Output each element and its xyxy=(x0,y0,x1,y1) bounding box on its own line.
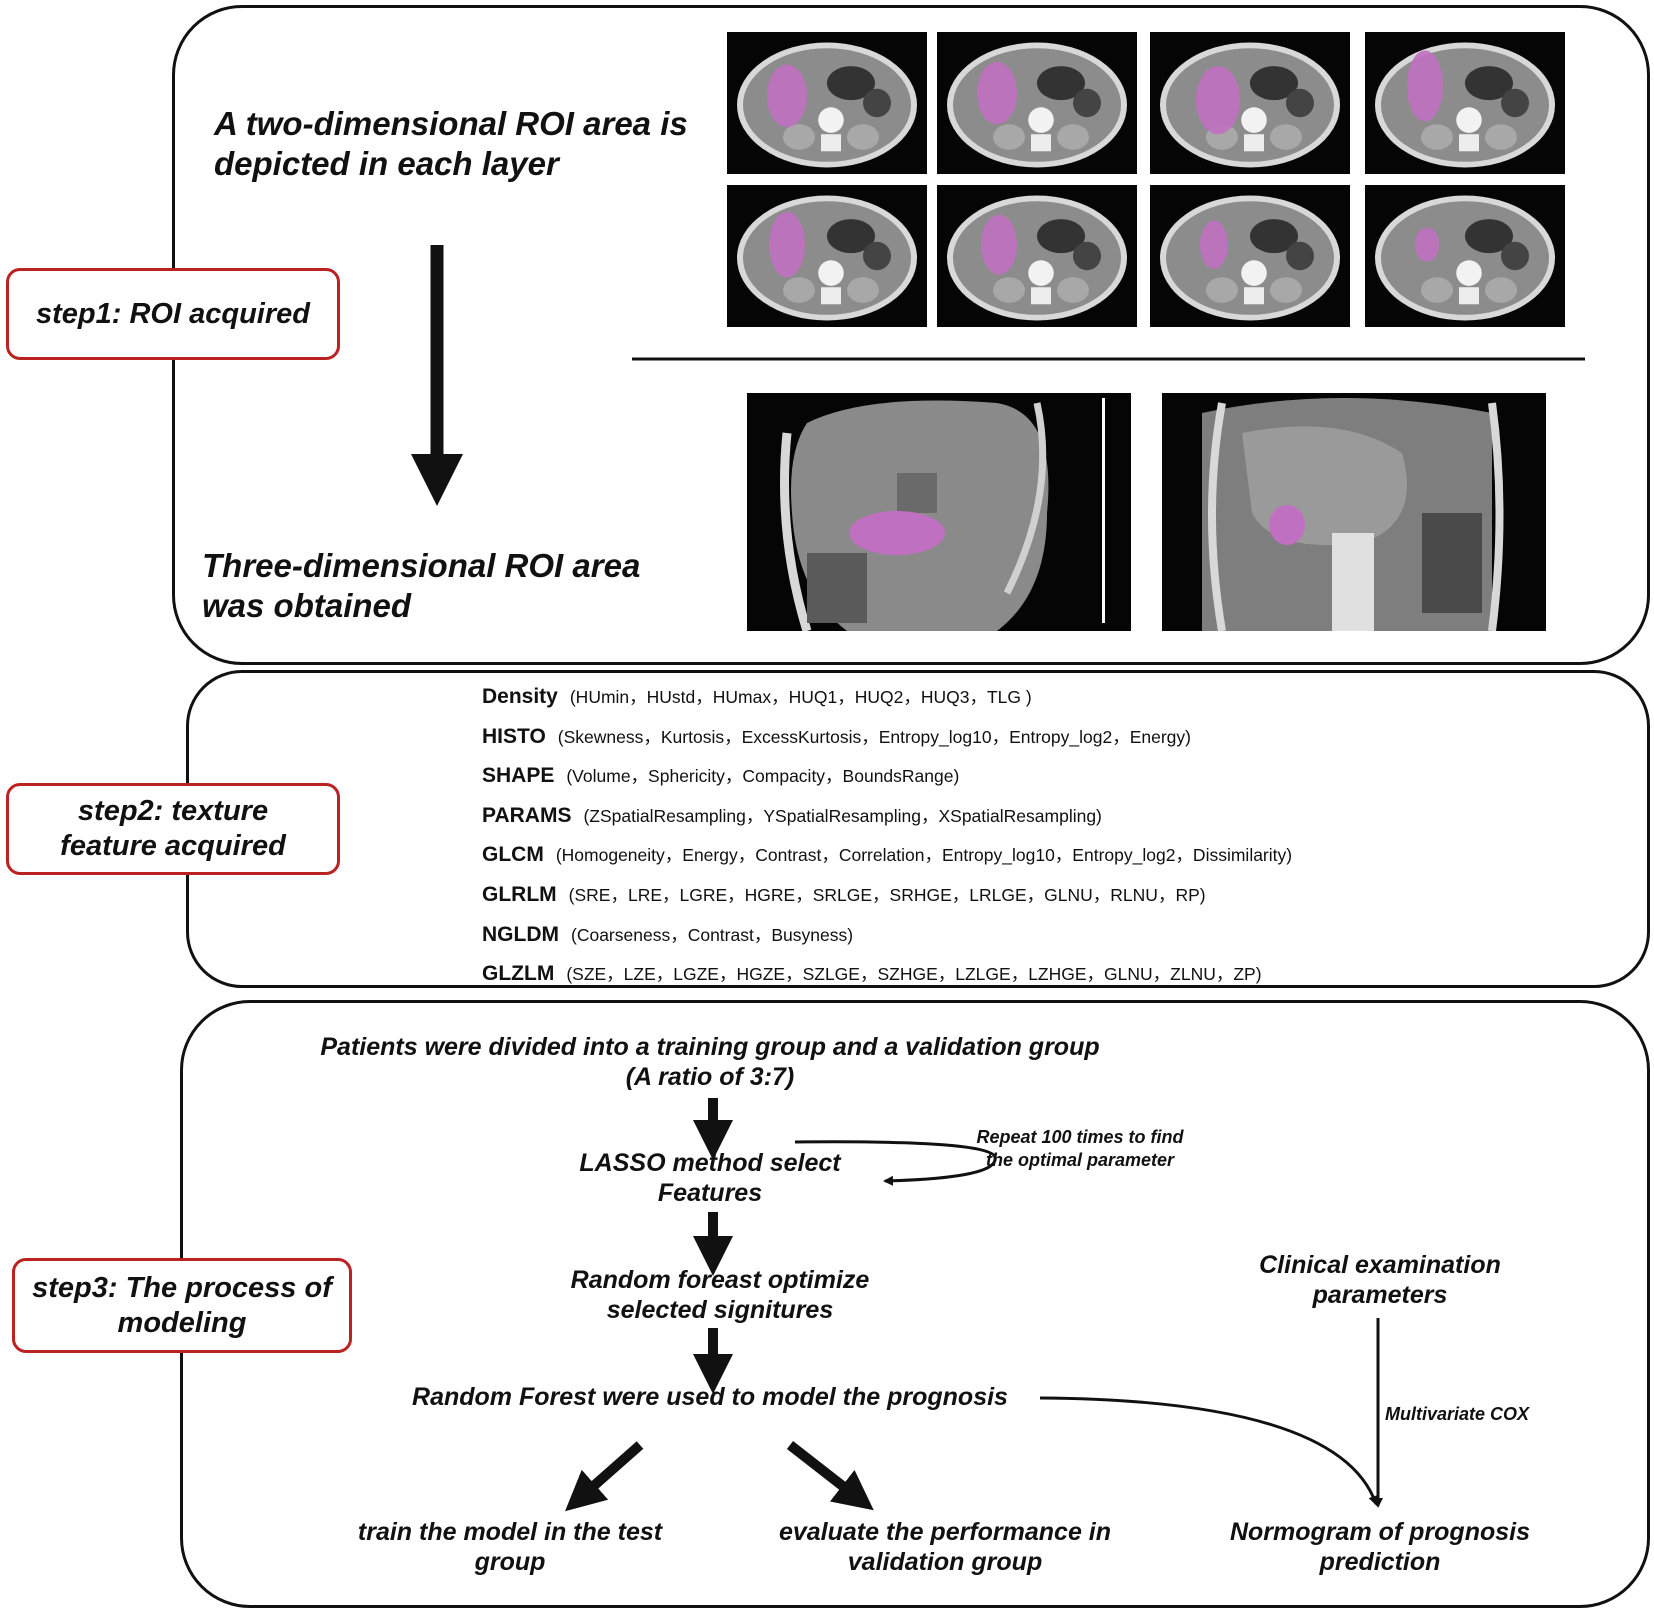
axial-ct-slice-5 xyxy=(727,185,927,327)
feature-group-name: GLCM xyxy=(482,843,544,867)
text-nomogram: Normogram of prognosis prediction xyxy=(1229,1518,1530,1576)
feature-group-items: (Skewness，Kurtosis，ExcessKurtosis，Entrop… xyxy=(557,726,1191,747)
axial-ct-slice-2 xyxy=(937,32,1137,174)
feature-group-name: SHAPE xyxy=(482,764,555,788)
text-rf-optimize: Random foreast optimize selected signitu… xyxy=(570,1266,870,1324)
feature-group-name: Density xyxy=(482,685,558,708)
text-train: train the model in the test group xyxy=(357,1518,663,1576)
axial-ct-slice-3 xyxy=(1150,32,1350,174)
feature-row-histo: HISTO (Skewness，Kurtosis，ExcessKurtosis，E… xyxy=(482,724,1191,749)
axial-ct-slice-7 xyxy=(1150,185,1350,327)
feature-row-params: PARAMS (ZSpatialResampling，YSpatialResamp… xyxy=(482,803,1102,828)
axial-ct-slice-1 xyxy=(727,32,927,174)
text-2d-roi: A two-dimensional ROI area is depicted i… xyxy=(214,105,688,183)
feature-row-density: Density (HUmin，HUstd，HUmax，HUQ1，HUQ2，HUQ3… xyxy=(482,684,1032,709)
feature-group-name: NGLDM xyxy=(482,922,559,946)
arrow-model-to-nomogram xyxy=(1039,1396,1379,1506)
feature-group-name: GLRLM xyxy=(482,883,557,906)
feature-group-name: HISTO xyxy=(482,724,546,748)
feature-row-glrlm: GLRLM (SRE，LRE，LGRE，HGRE，SRLGE，SRHGE，LRLG… xyxy=(482,882,1206,907)
text-clinical: Clinical examination parameters xyxy=(1259,1251,1501,1309)
feature-group-items: (SZE，LZE，LGZE，HGZE，SZLGE，SZHGE，LZLGE，LZH… xyxy=(566,964,1262,985)
text-evaluate: evaluate the performance in validation g… xyxy=(778,1518,1112,1576)
feature-group-items: (SRE，LRE，LGRE，HGRE，SRLGE，SRHGE，LRLGE，GLN… xyxy=(568,885,1206,905)
arrow-model-to-evaluate xyxy=(786,1441,874,1511)
text-divide-groups: Patients were divided into a training gr… xyxy=(320,1033,1100,1091)
feature-row-shape: SHAPE (Volume，Sphericity，Compacity，Bounds… xyxy=(482,763,959,788)
feature-group-items: (Coarseness，Contrast，Busyness) xyxy=(571,924,854,945)
feature-group-items: (Volume，Sphericity，Compacity，BoundsRange… xyxy=(566,766,960,787)
panel-modeling-process xyxy=(180,1000,1650,1608)
arrow-repeat-loop xyxy=(794,1140,997,1186)
feature-row-ngldm: NGLDM (Coarseness，Contrast，Busyness) xyxy=(482,922,853,947)
feature-group-items: (HUmin，HUstd，HUmax，HUQ1，HUQ2，HUQ3，TLG ) xyxy=(569,687,1032,707)
step2-label: step2: texture feature acquired xyxy=(6,783,340,875)
sagittal-ct-reconstruction xyxy=(747,393,1131,631)
axial-ct-slice-8 xyxy=(1365,185,1565,327)
feature-row-glzlm: GLZLM (SZE，LZE，LGZE，HGZE，SZLGE，SZHGE，LZLG… xyxy=(482,961,1262,986)
text-cox: Multivariate COX xyxy=(1385,1404,1530,1424)
axial-ct-slice-4 xyxy=(1365,32,1565,174)
feature-row-glcm: GLCM (Homogeneity，Energy，Contrast，Correla… xyxy=(482,842,1292,867)
arrow-model-to-train xyxy=(565,1441,644,1512)
coronal-ct-reconstruction xyxy=(1162,393,1546,631)
feature-group-items: (ZSpatialResampling，YSpatialResampling，X… xyxy=(583,805,1102,826)
feature-group-items: (Homogeneity，Energy，Contrast，Correlation… xyxy=(555,845,1293,866)
feature-group-name: PARAMS xyxy=(482,803,572,827)
text-repeat: Repeat 100 times to find the optimal par… xyxy=(976,1127,1184,1170)
step1-label: step1: ROI acquired xyxy=(6,268,340,360)
feature-group-name: GLZLM xyxy=(482,962,555,986)
step3-label: step3: The process of modeling xyxy=(12,1258,352,1353)
axial-ct-slice-6 xyxy=(937,185,1137,327)
panel-texture-features xyxy=(186,670,1650,988)
text-3d-roi: Three-dimensional ROI area was obtained xyxy=(202,547,641,625)
